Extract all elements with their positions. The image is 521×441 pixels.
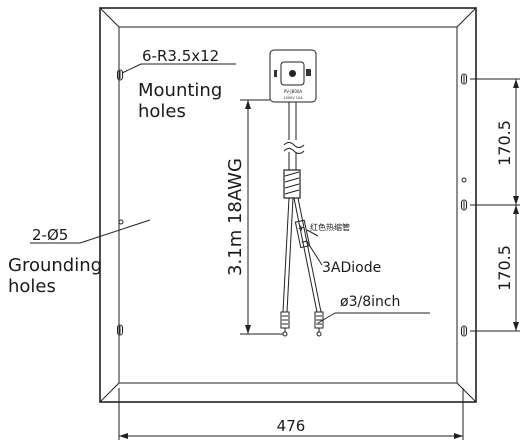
connector-left [280, 311, 290, 337]
cable-break-mark [283, 142, 305, 148]
mounting-hole [461, 325, 467, 337]
grounding-holes-callout: 2-Ø5 Grounding holes [8, 219, 151, 297]
width-dimension: 476 [118, 388, 464, 440]
cable-assembly [280, 102, 324, 337]
grounding-hole [118, 219, 124, 225]
diode-callout: 3ADiode [305, 239, 381, 276]
spacing-bottom-label: 170.5 [495, 245, 514, 291]
mounting-hole [461, 199, 467, 211]
diode-symbol [294, 219, 311, 249]
mounting-holes-callout: 6-R3.5x12 Mounting holes [121, 47, 236, 122]
mounting-holes-label-line2: holes [138, 101, 186, 122]
spacing-top-label: 170.5 [495, 120, 514, 166]
mounting-holes-label-line1: Mounting [138, 80, 222, 101]
hole-spacing-dimension: 170.5 170.5 [470, 78, 520, 332]
mounting-hole [117, 324, 123, 336]
grounding-hole [461, 177, 467, 183]
junction-box-model: PV-JB00A [284, 89, 303, 94]
grounding-holes-label-line2: holes [8, 276, 56, 297]
panel-frame [99, 7, 477, 403]
grounding-holes-label-line1: Grounding [8, 255, 102, 276]
connector-right [314, 311, 324, 337]
mounting-holes-spec: 6-R3.5x12 [142, 47, 219, 65]
junction-box: PV-JB00A 1000V 10A [269, 49, 317, 103]
connector-spec-label: ø3/8inch [340, 294, 400, 310]
mounting-hole [461, 73, 467, 85]
cable-length-label: 3.1m 18AWG [225, 158, 246, 276]
heat-shrink-callout: 红色热缩管 [306, 222, 350, 237]
connector-spec-callout: ø3/8inch [317, 294, 430, 324]
mounting-hole [117, 69, 123, 81]
grounding-holes-spec: 2-Ø5 [32, 226, 68, 244]
width-label: 476 [277, 417, 306, 435]
heat-shrink-label: 红色热缩管 [310, 222, 350, 232]
diode-label: 3ADiode [322, 260, 381, 276]
junction-box-rating: 1000V 10A [283, 96, 303, 100]
mounting-holes [117, 69, 467, 337]
grounding-holes [118, 177, 467, 225]
cable-length-dimension: 3.1m 18AWG [225, 99, 283, 335]
